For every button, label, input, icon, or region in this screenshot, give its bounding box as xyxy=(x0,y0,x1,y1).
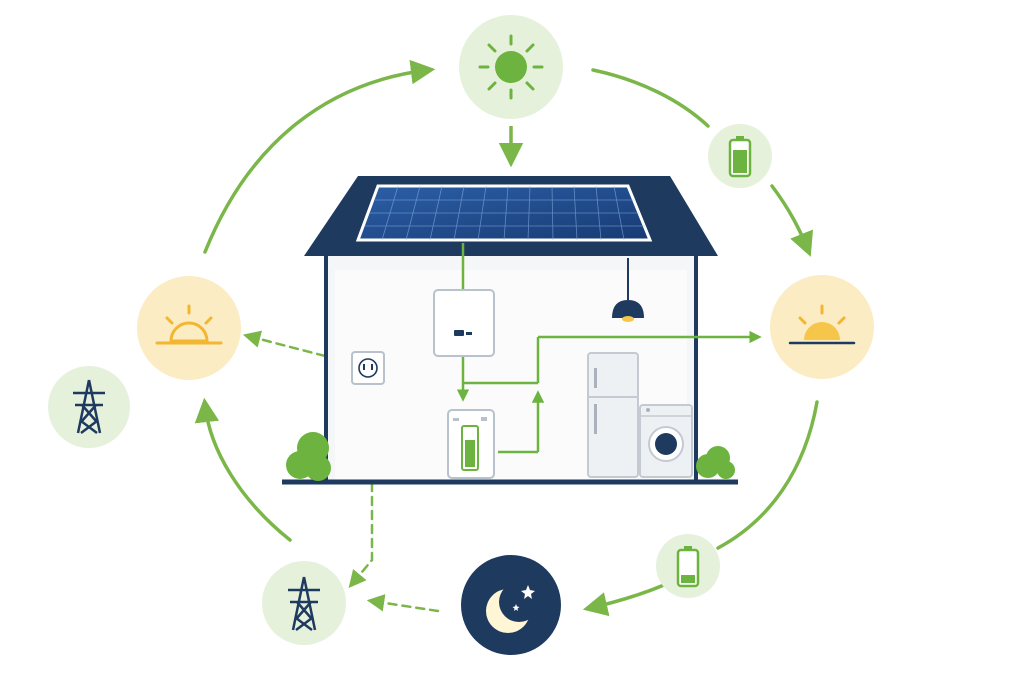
sunrise-node xyxy=(137,276,241,380)
house xyxy=(282,176,762,485)
cycle-arrows xyxy=(194,59,819,617)
arrow-sunset-to-battery-low xyxy=(716,400,819,550)
transmission-tower-icon xyxy=(288,576,320,631)
internal-flow xyxy=(456,243,762,454)
power-outlet-icon xyxy=(351,351,385,385)
arrow-moon-to-grid xyxy=(366,594,440,613)
washing-machine-icon xyxy=(639,404,693,478)
battery-low-icon xyxy=(676,546,700,588)
bush-left xyxy=(286,432,331,481)
arrow-battery-low-to-moon xyxy=(582,583,666,617)
sun-icon xyxy=(478,34,544,100)
battery-full-node xyxy=(708,124,772,188)
refrigerator-icon xyxy=(587,352,639,478)
grid-left-node xyxy=(48,366,130,448)
arrow-battery-to-sunset xyxy=(770,184,814,257)
sun-node xyxy=(459,15,563,119)
battery-low-node xyxy=(656,534,720,598)
pendant-lamp-icon xyxy=(612,258,644,322)
battery-full-icon xyxy=(728,136,752,178)
solar-panel-icon xyxy=(355,184,653,242)
grid-bottom-node xyxy=(262,561,346,645)
home-battery-icon xyxy=(447,409,495,479)
sunset-node xyxy=(770,275,874,379)
moon-icon xyxy=(486,582,539,633)
night-node xyxy=(461,555,561,655)
arrow-sun-to-battery xyxy=(591,68,710,128)
bush-right xyxy=(696,446,735,479)
arrow-grid-to-sunrise xyxy=(194,397,292,542)
arrow-sunrise-to-sun xyxy=(203,59,436,254)
transmission-tower-icon xyxy=(73,379,105,434)
sunset-icon xyxy=(788,304,856,345)
sunrise-icon xyxy=(155,304,223,345)
inverter-icon xyxy=(433,289,495,357)
